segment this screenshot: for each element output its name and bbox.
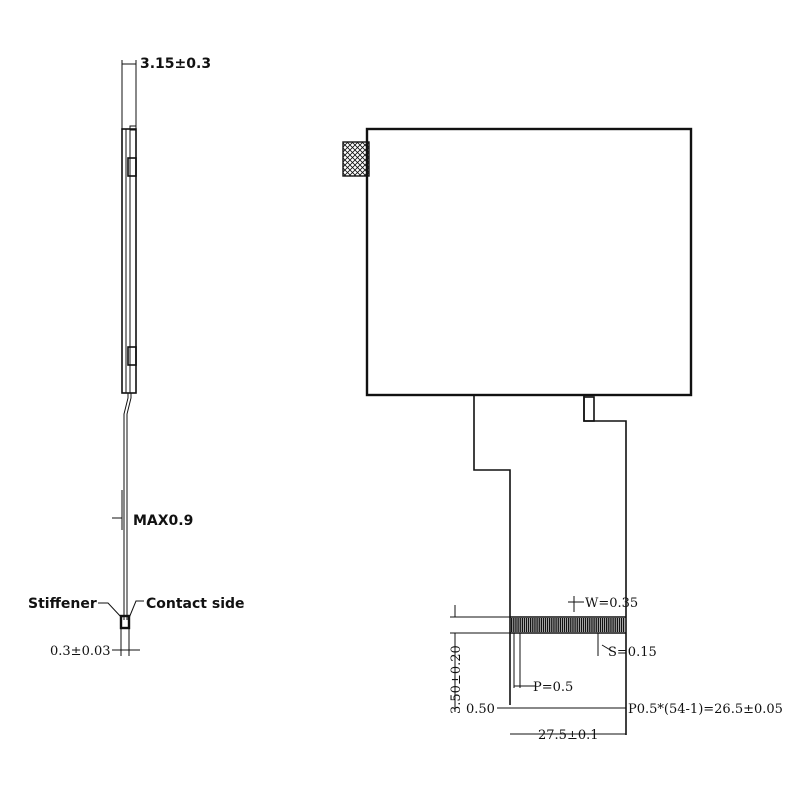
connector-pin	[603, 618, 606, 632]
connector-pin	[561, 618, 564, 632]
contact-side-label: Contact side	[146, 596, 245, 612]
connector-pin	[519, 618, 521, 632]
connector-pins	[511, 618, 625, 632]
spacing-label: S=0.15	[608, 645, 657, 660]
stiffener-label: Stiffener	[28, 596, 97, 612]
edge-offset-label: 0.50	[466, 702, 495, 717]
connector-pin	[553, 618, 555, 632]
connector-pin	[563, 618, 566, 632]
connector-pin	[538, 618, 540, 632]
connector-pin	[582, 618, 585, 632]
side-tab-top	[127, 157, 137, 177]
connector-pin	[616, 618, 619, 632]
connector-pin	[515, 618, 517, 632]
connector-pin	[620, 618, 623, 632]
connector-pin	[540, 618, 543, 632]
lcd-module-outline	[365, 127, 693, 397]
connector-pin	[576, 618, 578, 632]
connector-pin	[597, 618, 600, 632]
connector-pin	[587, 618, 589, 632]
fpc-small-tab	[583, 396, 595, 422]
pitch-label: P=0.5	[533, 680, 573, 695]
width-label: 27.5±0.1	[538, 728, 599, 743]
connector-pin	[517, 618, 519, 632]
connector-pin	[521, 618, 524, 632]
connector-pin	[578, 618, 581, 632]
connector-pin	[610, 618, 612, 632]
fpc-max-label: MAX0.9	[133, 513, 193, 529]
side-tab-bottom	[127, 346, 137, 366]
connector-pin	[536, 618, 538, 632]
side-view: 3.15±0.3 MAX0.9 Stiffener Contact side 0…	[28, 56, 245, 659]
fpc-outline	[473, 395, 627, 617]
connector-pin	[608, 618, 610, 632]
connector-pin	[544, 618, 547, 632]
connector-pin	[580, 618, 583, 632]
connector-pin	[589, 618, 591, 632]
hatched-tab	[342, 141, 370, 177]
connector-pin	[555, 618, 557, 632]
pin-width-label: W=0.35	[585, 596, 638, 611]
connector-pin	[511, 618, 513, 632]
connector-pin	[612, 618, 614, 632]
connector-pin	[572, 618, 574, 632]
connector-pin	[542, 618, 545, 632]
connector-pin	[593, 618, 595, 632]
connector-pin	[549, 618, 551, 632]
side-stiffener	[119, 614, 131, 630]
length-label: 3.50±0.20	[449, 645, 464, 714]
connector-pin	[530, 618, 532, 632]
front-view: W=0.35 S=0.15 3.50±0.20 P=0.5 0.50 P0.5*…	[342, 127, 783, 743]
connector-pin	[534, 618, 536, 632]
connector-pin	[523, 618, 526, 632]
stiffener-thickness-label: 0.3±0.03	[50, 644, 111, 659]
connector-pin	[599, 618, 602, 632]
connector-pin	[574, 618, 576, 632]
connector-pin	[568, 618, 570, 632]
connector-pin	[595, 618, 597, 632]
connector-pin	[559, 618, 562, 632]
side-module-body	[121, 128, 137, 394]
connector-pin	[606, 618, 608, 632]
connector-pin	[513, 618, 515, 632]
connector-pin	[546, 618, 549, 632]
thickness-label: 3.15±0.3	[140, 56, 211, 72]
connector-pin	[614, 618, 616, 632]
connector-pin	[565, 618, 568, 632]
connector-pin	[570, 618, 572, 632]
pitch-total-label: P0.5*(54-1)=26.5±0.05	[628, 702, 783, 717]
connector-pin	[618, 618, 621, 632]
connector-pin	[591, 618, 593, 632]
connector-pin	[525, 618, 528, 632]
connector-pin	[527, 618, 530, 632]
connector-pin	[622, 618, 625, 632]
connector-pin	[601, 618, 604, 632]
connector-pin	[551, 618, 553, 632]
connector-pin	[584, 618, 587, 632]
connector-pin	[532, 618, 534, 632]
connector-pin	[557, 618, 559, 632]
